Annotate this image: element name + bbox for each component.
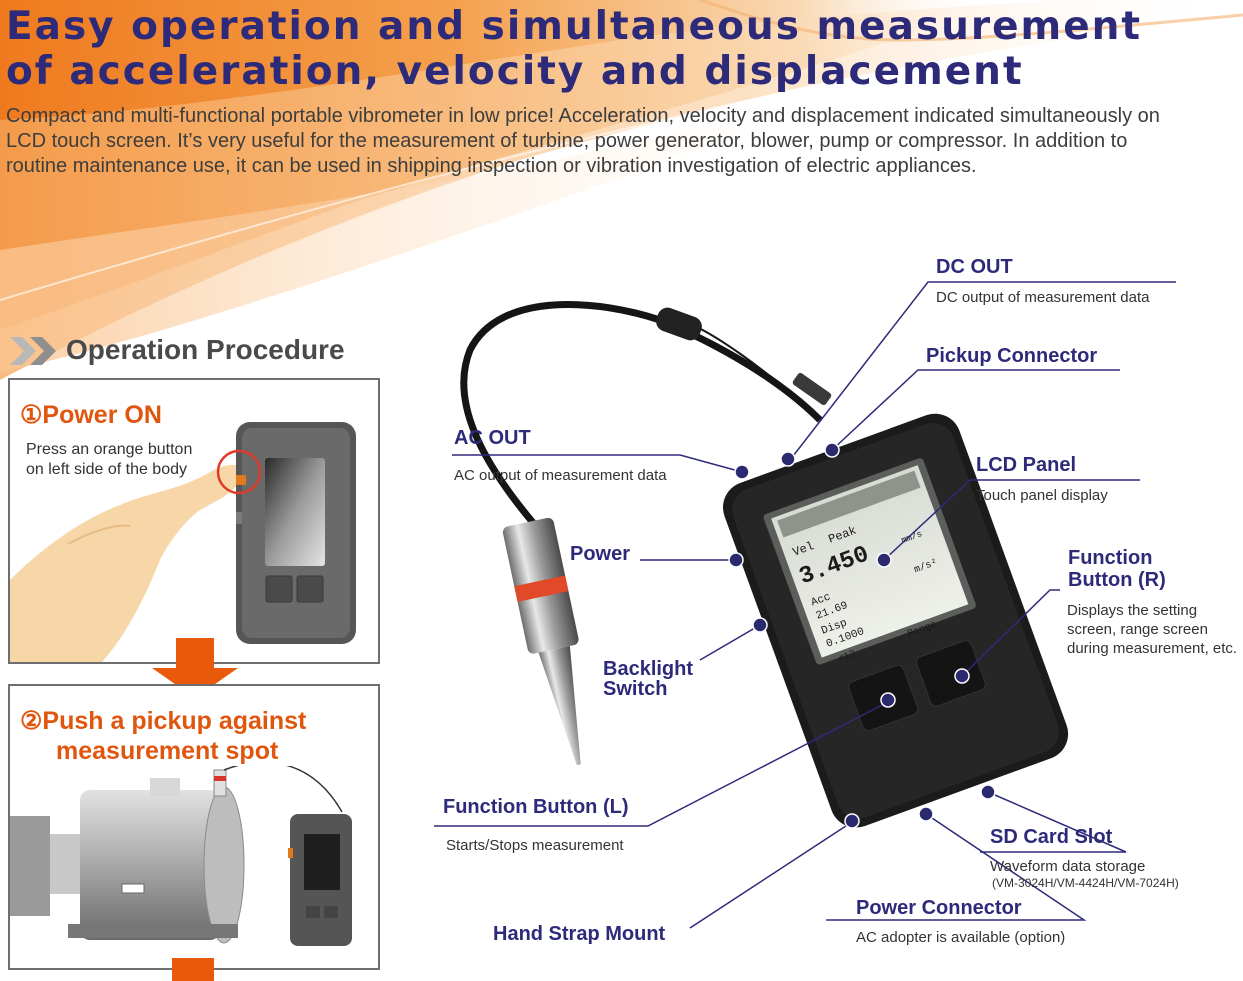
double-chevron-icon xyxy=(10,337,56,365)
lcd-panel-dot xyxy=(876,552,892,568)
lcd-panel-desc: Touch panel display xyxy=(976,487,1108,504)
sd-card-models: (VM-3024H/VM-4424H/VM-7024H) xyxy=(992,876,1179,890)
step-2-title-line-1: ②Push a pickup against xyxy=(20,707,307,735)
backlight-switch-label: Backlight Switch xyxy=(603,659,693,699)
function-l-label: Function Button (L) xyxy=(443,796,629,818)
function-r-label-line-1: Function xyxy=(1068,547,1153,569)
ac-out-dot xyxy=(734,464,750,480)
ac-out-desc: AC output of measurement data xyxy=(454,467,667,484)
backlight-dot xyxy=(752,617,768,633)
function-r-desc-line-2: screen, range screen xyxy=(1067,621,1208,638)
orange-wave-background xyxy=(0,0,1243,380)
dc-out-dot xyxy=(780,451,796,467)
pickup-connector-dot xyxy=(824,442,840,458)
title-line-2: of acceleration, velocity and displaceme… xyxy=(6,49,1024,94)
function-l-desc: Starts/Stops measurement xyxy=(446,837,624,854)
pickup-connector-label: Pickup Connector xyxy=(926,345,1098,367)
step-2-title-line-2: measurement spot xyxy=(56,737,279,765)
title-line-1: Easy operation and simultaneous measurem… xyxy=(6,4,1143,49)
step-1-title: ①Power ON xyxy=(20,401,162,429)
page-title: Easy operation and simultaneous measurem… xyxy=(6,4,1142,94)
hand-strap-dot xyxy=(844,813,860,829)
lcd-vel-label: Vel xyxy=(791,539,816,560)
dc-out-label: DC OUT xyxy=(936,256,1013,278)
sd-card-desc: Waveform data storage xyxy=(990,858,1146,875)
sd-card-slot-label: SD Card Slot xyxy=(990,826,1113,848)
backlight-label-line-1: Backlight xyxy=(603,658,694,680)
function-r-label-line-2: Button (R) xyxy=(1068,569,1166,591)
intro-text: Compact and multi-functional portable vi… xyxy=(6,105,1160,177)
function-r-label: Function Button (R) xyxy=(1068,547,1166,591)
power-label: Power xyxy=(570,543,631,565)
step-1-body: Press an orange button on left side of t… xyxy=(26,441,193,478)
sd-card-dot xyxy=(980,784,996,800)
power-dot xyxy=(728,552,744,568)
power-on-illustration xyxy=(10,422,356,662)
operation-procedure-title: Operation Procedure xyxy=(66,334,345,365)
orange-connector-block xyxy=(172,958,214,981)
step-2-panel: ②Push a pickup against measurement spot xyxy=(8,684,380,970)
function-l-dot xyxy=(880,692,896,708)
motor-measurement-illustration xyxy=(10,766,352,946)
power-connector-label: Power Connector xyxy=(856,897,1022,919)
power-connector-desc: AC adopter is available (option) xyxy=(856,929,1066,946)
lcd-panel-label: LCD Panel xyxy=(976,454,1077,476)
down-arrow-icon xyxy=(152,638,238,698)
dc-out-desc: DC output of measurement data xyxy=(936,289,1150,306)
function-r-desc-line-1: Displays the setting xyxy=(1067,602,1198,619)
hand-strap-mount-label: Hand Strap Mount xyxy=(493,923,666,945)
function-r-desc: Displays the setting screen, range scree… xyxy=(1067,601,1237,658)
function-r-dot xyxy=(954,668,970,684)
function-r-desc-line-3: during measurement, etc. xyxy=(1067,640,1238,657)
backlight-label-line-2: Switch xyxy=(603,678,668,700)
power-connector-dot xyxy=(918,806,934,822)
ac-out-label: AC OUT xyxy=(454,427,531,449)
step-1-panel: ①Power ON Press an orange button on left… xyxy=(8,378,380,664)
